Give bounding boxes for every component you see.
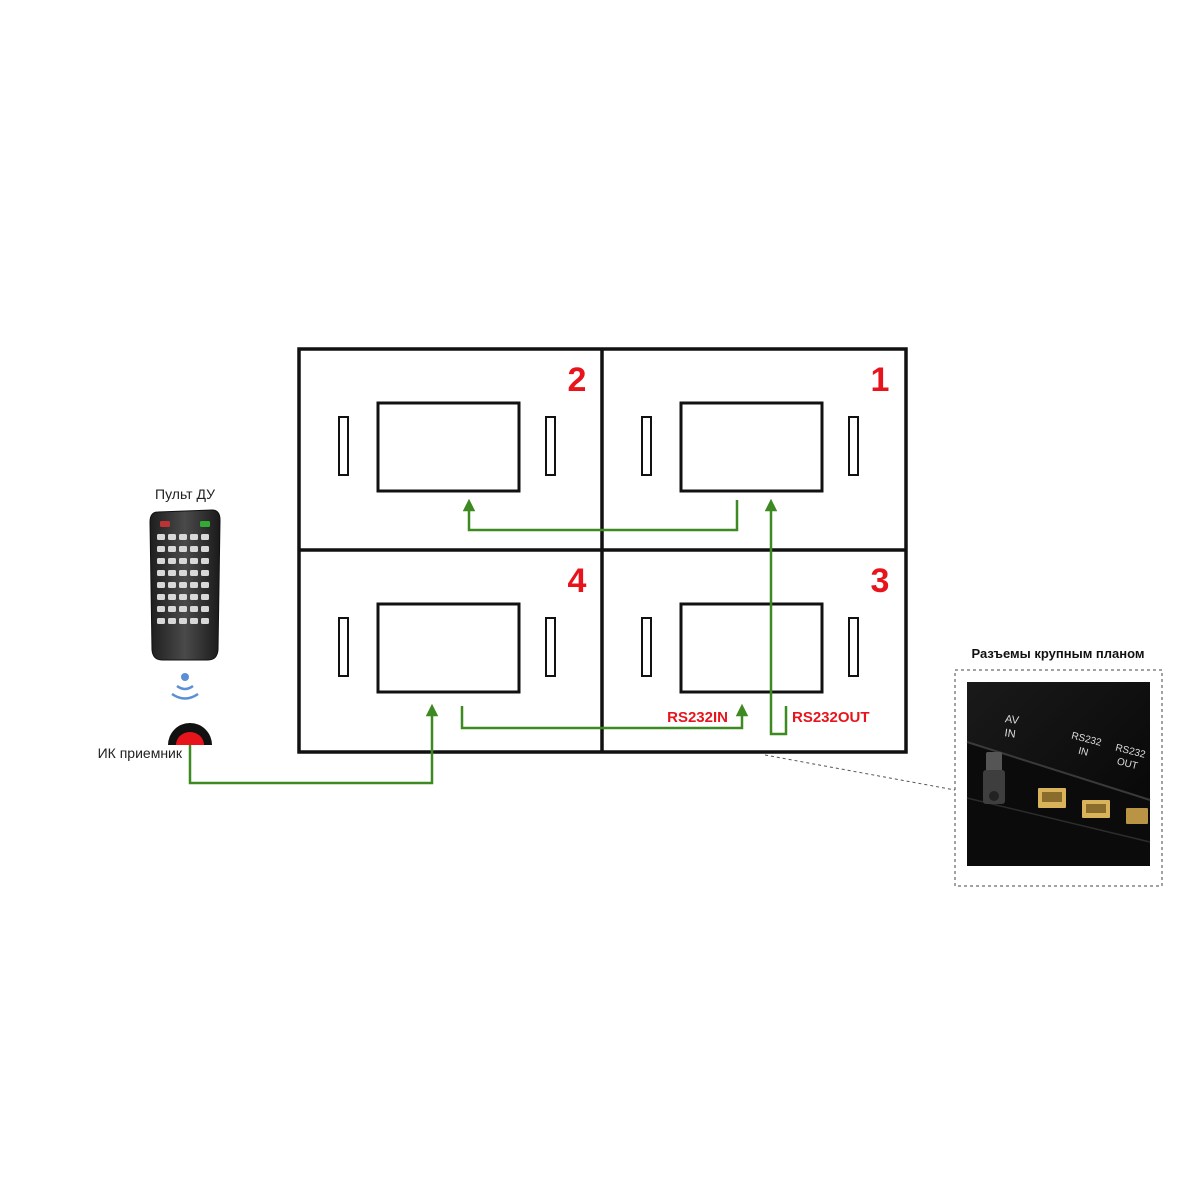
closeup-title: Разъемы крупным планом: [971, 646, 1144, 661]
panel-right-slot: [848, 617, 859, 677]
remote-button: [190, 570, 198, 576]
panel-number: 1: [871, 361, 890, 399]
cables: [188, 498, 788, 785]
remote-button: [190, 606, 198, 612]
remote-button: [157, 606, 165, 612]
remote-button: [157, 546, 165, 552]
remote-button: [190, 594, 198, 600]
panel-right-slot: [545, 617, 556, 677]
rs232-in-port: [1038, 788, 1066, 808]
panel-number: 3: [871, 562, 890, 600]
panel-2: 2: [338, 361, 587, 493]
remote-buttons: [157, 521, 210, 624]
remote-green-button: [200, 521, 210, 527]
panel-1: 1: [641, 361, 890, 493]
panel-screen: [679, 602, 824, 694]
remote-button: [157, 534, 165, 540]
rs232-out-port: [1082, 800, 1110, 818]
panel-left-slot: [641, 416, 652, 476]
cable-panel-4-to-panel-3: [460, 703, 749, 730]
remote-button: [179, 582, 187, 588]
remote-button: [168, 570, 176, 576]
svg-text:IN: IN: [1004, 727, 1017, 740]
rs232-out-label: RS232OUT: [792, 709, 870, 726]
remote-button: [168, 582, 176, 588]
remote-button: [201, 558, 209, 564]
panel-screen: [679, 401, 824, 493]
remote-button: [157, 594, 165, 600]
panel-screen: [376, 602, 521, 694]
remote-button: [168, 546, 176, 552]
rs232-in-label: RS232IN: [667, 709, 728, 726]
remote-button: [168, 534, 176, 540]
remote-button: [190, 582, 198, 588]
video-wall: [297, 347, 908, 754]
ir-receiver: ИК приемник: [98, 723, 212, 761]
remote-button: [201, 534, 209, 540]
remote-button: [201, 570, 209, 576]
remote-button: [179, 534, 187, 540]
panel-right-slot: [545, 416, 556, 476]
remote-power-button: [160, 521, 170, 527]
ir-receiver-label: ИК приемник: [98, 745, 183, 761]
remote-button: [168, 558, 176, 564]
remote-button: [157, 582, 165, 588]
av-in-connector: [983, 752, 1005, 804]
panel-screen: [376, 401, 521, 493]
svg-text:OUT: OUT: [1116, 756, 1139, 772]
remote-button: [190, 534, 198, 540]
cable-panel-3-to-panel-1: [764, 498, 788, 736]
panel-number: 4: [568, 562, 587, 600]
remote-button: [201, 546, 209, 552]
remote-button: [157, 558, 165, 564]
remote-button: [179, 558, 187, 564]
panel-right-slot: [848, 416, 859, 476]
remote-button: [179, 570, 187, 576]
closeup-box: Разъемы крупным планом AV IN RS232 IN: [954, 646, 1163, 887]
remote-button: [179, 594, 187, 600]
panels: 2 1 4 3: [338, 361, 890, 694]
panel-left-slot: [641, 617, 652, 677]
remote-button: [201, 606, 209, 612]
svg-text:IN: IN: [1077, 746, 1089, 759]
remote-button: [157, 618, 165, 624]
panel-left-slot: [338, 416, 349, 476]
ir-signal-icon: [171, 673, 199, 700]
remote-button: [168, 618, 176, 624]
remote-button: [190, 546, 198, 552]
remote-button: [157, 570, 165, 576]
remote-button: [179, 606, 187, 612]
closeup-leader-line: [764, 754, 956, 791]
remote-button: [201, 618, 209, 624]
remote-button: [179, 546, 187, 552]
panel-left-slot: [338, 617, 349, 677]
cable-ir-to-panel-4: [188, 703, 439, 785]
av-in-caption: AV IN: [1004, 713, 1021, 740]
panel-3: 3: [641, 562, 890, 694]
cable-panel-1-to-panel-2: [462, 498, 739, 532]
svg-text:AV: AV: [1004, 713, 1020, 727]
remote-label: Пульт ДУ: [155, 486, 215, 502]
remote-control: Пульт ДУ: [149, 486, 221, 661]
panel-number: 2: [568, 361, 587, 399]
remote-button: [190, 558, 198, 564]
remote-button: [201, 594, 209, 600]
remote-button: [168, 594, 176, 600]
remote-button: [190, 618, 198, 624]
remote-button: [201, 582, 209, 588]
remote-button: [179, 618, 187, 624]
panel-4: 4: [338, 562, 587, 694]
remote-button: [168, 606, 176, 612]
